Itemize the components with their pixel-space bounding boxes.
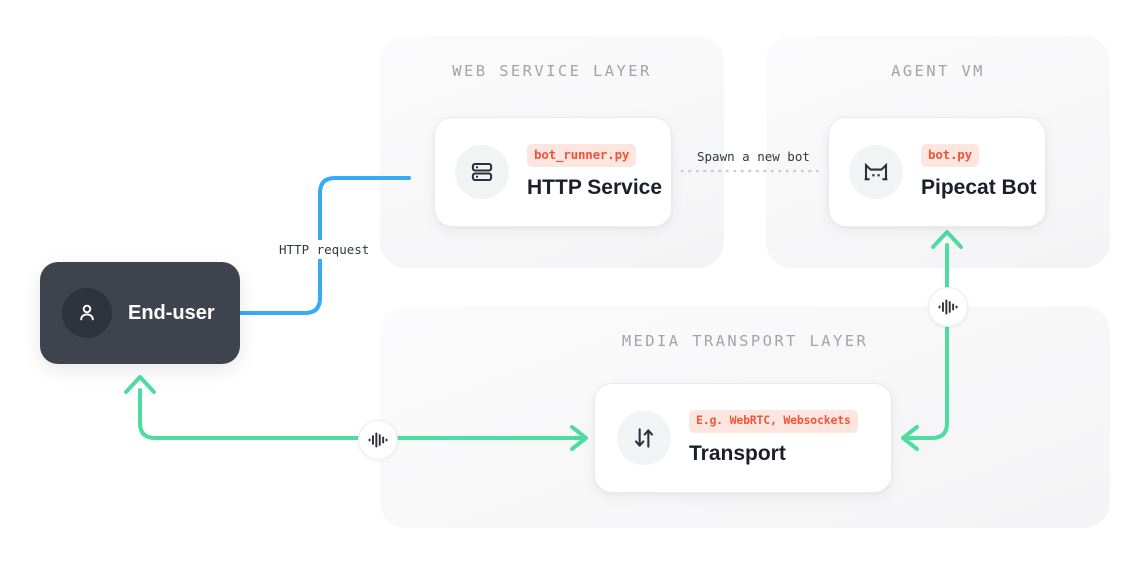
arrowhead-to-enduser	[124, 375, 156, 394]
node-label-http-service: HTTP Service	[527, 176, 663, 200]
node-label-transport: Transport	[689, 441, 786, 465]
pipecat-cat-icon	[864, 162, 888, 181]
node-tag-pipecat-bot: bot.py	[921, 143, 979, 168]
node-tag-transport: E.g. WebRTC, Websockets	[689, 410, 858, 433]
connector-label-http-request: HTTP request	[274, 240, 375, 259]
audio-waveform-puck-right	[928, 287, 968, 327]
node-icon-wrap-transport	[617, 411, 671, 465]
audio-waveform-icon	[368, 432, 388, 448]
node-text-http-service: bot_runner.py HTTP Service	[527, 143, 663, 201]
panel-title-web-service-layer: WEB SERVICE LAYER	[452, 62, 652, 80]
node-label-pipecat-bot: Pipecat Bot	[921, 176, 1037, 200]
node-tag-http-service: bot_runner.py	[527, 143, 637, 168]
panel-title-agent-vm: AGENT VM	[891, 62, 985, 80]
node-pipecat-bot[interactable]: bot.py Pipecat Bot	[828, 117, 1046, 227]
panel-title-media-transport-layer: MEDIA TRANSPORT LAYER	[621, 332, 869, 350]
node-text-transport: E.g. WebRTC, Websockets Transport	[689, 410, 858, 466]
server-icon	[471, 162, 493, 182]
node-icon-wrap-http-service	[455, 145, 509, 199]
node-http-service[interactable]: bot_runner.py HTTP Service	[434, 117, 672, 227]
node-transport[interactable]: E.g. WebRTC, Websockets Transport	[594, 383, 892, 493]
person-icon	[80, 304, 94, 321]
connector-label-spawn-a-new-bot: Spawn a new bot	[697, 149, 810, 164]
node-label-end-user: End-user	[128, 301, 215, 324]
audio-waveform-puck-left	[358, 420, 398, 460]
node-end-user[interactable]: End-user	[40, 262, 240, 364]
node-text-pipecat-bot: bot.py Pipecat Bot	[921, 143, 1037, 201]
down-up-arrows-icon	[634, 428, 654, 448]
node-icon-wrap-pipecat-bot	[849, 145, 903, 199]
avatar	[62, 288, 112, 338]
audio-waveform-icon	[938, 299, 958, 315]
